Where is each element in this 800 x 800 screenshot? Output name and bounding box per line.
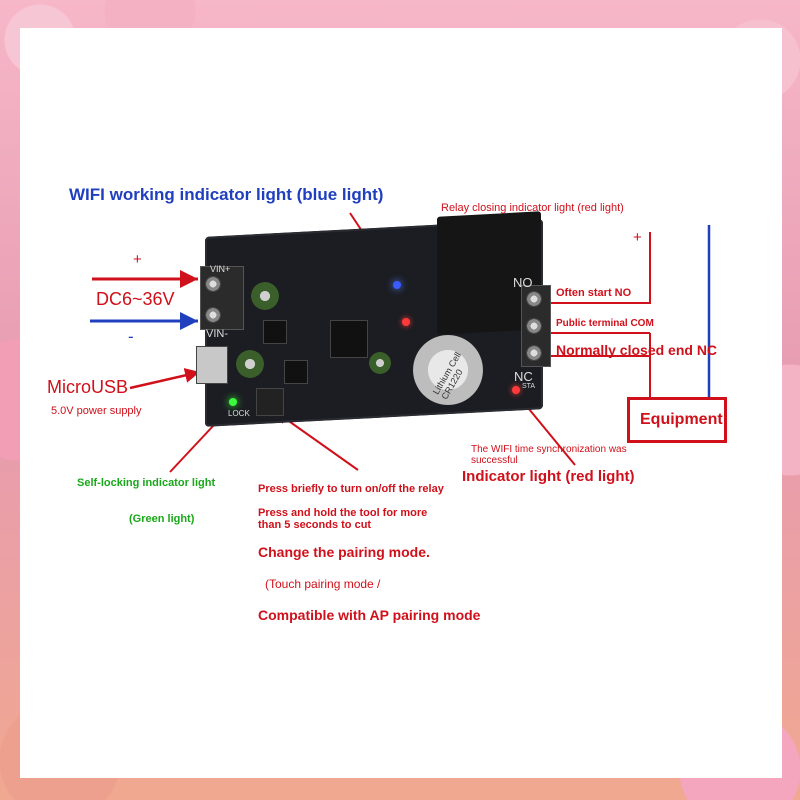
nc-wire — [545, 355, 651, 397]
microusb-label: MicroUSB — [47, 377, 129, 397]
plus-right-label: + — [633, 229, 642, 246]
lock-led — [229, 398, 237, 406]
ap-pairing-label: Compatible with AP pairing mode — [258, 607, 481, 623]
capacitor — [251, 282, 279, 310]
green-light-label: (Green light) — [129, 513, 195, 525]
screw-icon — [526, 318, 542, 334]
indicator-red-label: Indicator light (red light) — [462, 468, 635, 485]
normally-closed-label: Normally closed end NC — [556, 342, 718, 358]
capacitor — [236, 350, 264, 378]
often-no-label: Often start NO — [556, 287, 632, 299]
wifi-led — [393, 281, 401, 289]
sta-led — [512, 386, 520, 394]
vin-plus-label: VIN+ — [210, 264, 231, 274]
equipment-label: Equipment — [640, 411, 723, 428]
inductor — [284, 360, 308, 384]
relay-led — [402, 318, 410, 326]
public-com-label: Public terminal COM — [556, 318, 654, 329]
pairing-label: Change the pairing mode. — [258, 544, 430, 560]
power-supply-label: 5.0V power supply — [51, 405, 142, 417]
no-label: NO — [513, 275, 533, 290]
wifi-sync-label: The WIFI time synchronization was succes… — [471, 444, 627, 466]
chip — [263, 320, 287, 344]
capacitor — [369, 352, 391, 374]
sta-label: STA — [522, 383, 536, 390]
no-wire — [545, 232, 651, 304]
nc-label: NC — [514, 369, 533, 384]
screw-icon — [526, 345, 542, 361]
lock-label: LOCK — [228, 409, 250, 418]
screw-icon — [526, 291, 542, 307]
push-button[interactable] — [256, 388, 284, 416]
plus-label: + — [133, 251, 142, 268]
screw-icon — [205, 307, 221, 323]
self-lock-label: Self-locking indicator light — [77, 477, 216, 489]
usb-arrow — [129, 368, 201, 390]
coin-battery: Lithium Cell CR1220 — [413, 335, 483, 405]
relay-indicator-label: Relay closing indicator light (red light… — [441, 202, 624, 214]
usb-port — [196, 346, 228, 384]
power-terminal — [200, 266, 244, 330]
press-briefly-label: Press briefly to turn on/off the relay — [258, 483, 444, 495]
touch-pairing-label: (Touch pairing mode / — [265, 577, 381, 591]
vin-minus-label: VIN- — [206, 328, 228, 340]
press-hold-label: Press and hold the tool for more than 5 … — [258, 507, 428, 532]
mcu-chip — [330, 320, 368, 358]
equipment-box: Equipment — [627, 397, 727, 443]
wifi-indicator-label: WIFI working indicator light (blue light… — [69, 185, 384, 204]
voltage-label: DC6~36V — [96, 289, 175, 309]
battery-label: Lithium Cell CR1220 — [430, 350, 465, 402]
minus-label: - — [128, 327, 134, 346]
screw-icon — [205, 276, 221, 292]
